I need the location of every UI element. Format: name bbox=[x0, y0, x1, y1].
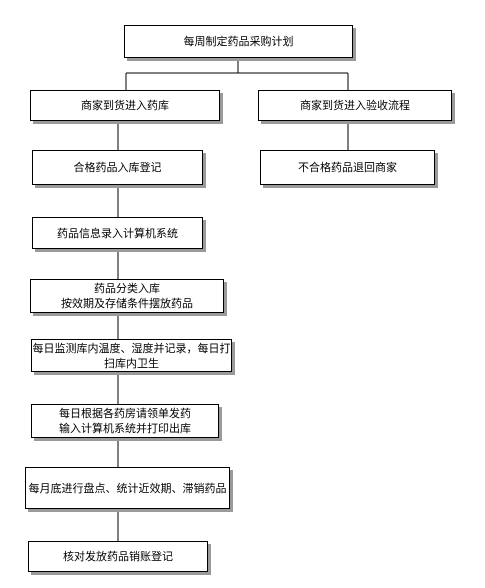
node-text-line: 商家到货进入验收流程 bbox=[300, 99, 410, 112]
node-text-line: 商家到货进入药库 bbox=[81, 99, 169, 112]
node-qualified-register: 合格药品入库登记 bbox=[32, 150, 203, 185]
node-text-line: 输入计算机系统并打印出库 bbox=[59, 422, 191, 435]
node-text-line: 每月底进行盘点、统计近效期、滞销药品 bbox=[28, 481, 227, 495]
node-text-line: 不合格药品退回商家 bbox=[298, 161, 397, 174]
node-text-line: 扫库内卫生 bbox=[104, 356, 159, 370]
node-text-line: 核对发放药品销账登记 bbox=[63, 550, 173, 563]
node-verify-writeoff: 核对发放药品销账登记 bbox=[28, 541, 208, 572]
node-text-line: 每日监测库内温度、湿度并记录，每日打 bbox=[32, 341, 231, 355]
node-goods-arrive-warehouse: 商家到货进入药库 bbox=[30, 90, 220, 121]
node-text-line: 按效期及存储条件摆放药品 bbox=[61, 297, 193, 310]
node-text-line: 每日根据各药房请领单发药 bbox=[59, 407, 191, 420]
node-daily-dispense: 每日根据各药房请领单发药输入计算机系统并打印出库 bbox=[31, 404, 219, 438]
node-weekly-plan: 每周制定药品采购计划 bbox=[124, 25, 353, 58]
node-enter-system: 药品信息录入计算机系统 bbox=[32, 217, 203, 249]
node-text-line: 药品分类入库 bbox=[94, 282, 160, 295]
node-classify-store: 药品分类入库按效期及存储条件摆放药品 bbox=[30, 279, 224, 313]
node-text-line: 药品信息录入计算机系统 bbox=[57, 226, 178, 240]
node-monthly-inventory: 每月底进行盘点、统计近效期、滞销药品 bbox=[25, 467, 230, 509]
node-daily-monitor: 每日监测库内温度、湿度并记录，每日打扫库内卫生 bbox=[31, 339, 232, 372]
node-goods-inspection: 商家到货进入验收流程 bbox=[258, 90, 452, 121]
node-text-line: 每周制定药品采购计划 bbox=[183, 35, 294, 48]
node-text-line: 合格药品入库登记 bbox=[73, 161, 162, 174]
node-unqualified-return: 不合格药品退回商家 bbox=[260, 150, 435, 185]
